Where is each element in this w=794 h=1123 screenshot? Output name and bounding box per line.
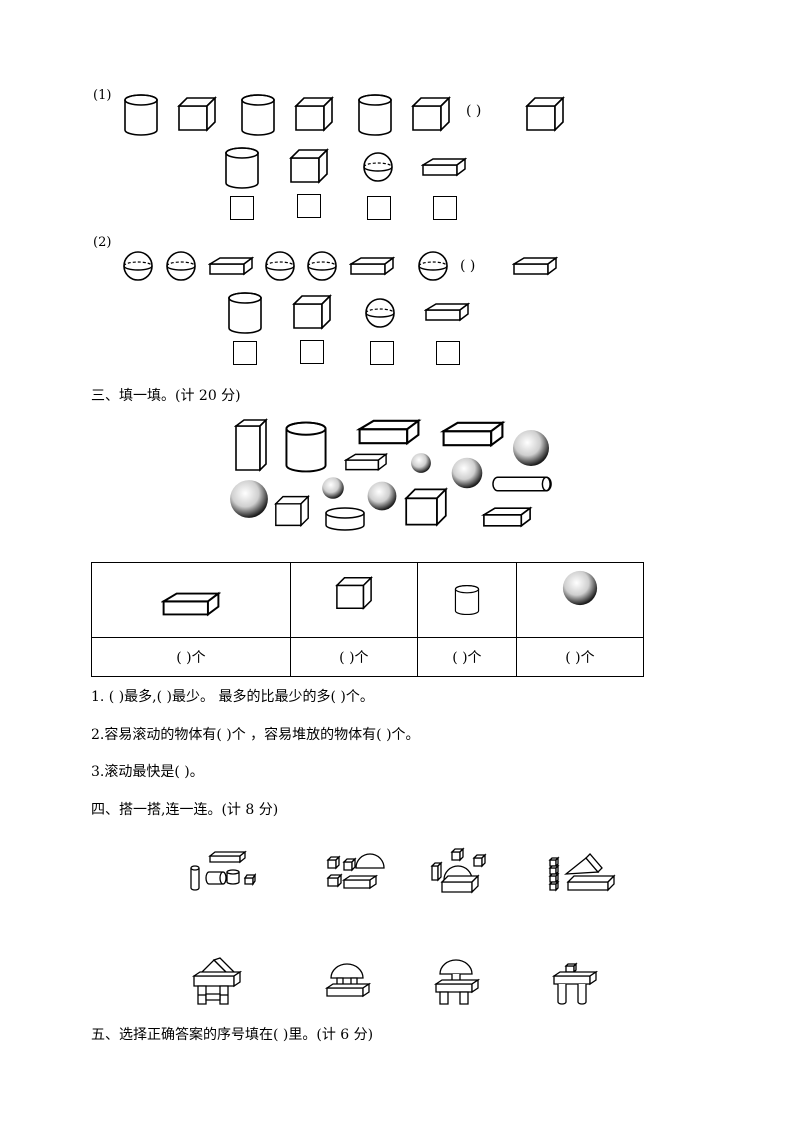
cube-icon <box>525 96 565 132</box>
parts-set-4[interactable] <box>546 852 616 896</box>
sphere-icon <box>122 250 154 282</box>
cube-icon <box>404 486 448 528</box>
parts-set-2[interactable] <box>324 850 390 892</box>
answer-blank[interactable]: ( ) <box>466 103 482 119</box>
cylinder-icon <box>357 94 393 136</box>
cube-icon <box>411 96 451 132</box>
cuboid-icon <box>421 157 467 177</box>
cylinder-cell <box>416 562 517 638</box>
cuboid-icon <box>344 452 388 472</box>
checkbox[interactable] <box>233 341 257 365</box>
cube-icon <box>294 96 334 132</box>
cuboid-icon <box>433 420 513 448</box>
label-part-1: (1) <box>93 88 112 103</box>
cuboid-icon <box>424 302 470 322</box>
checkbox[interactable] <box>370 341 394 365</box>
cylinder-icon <box>123 94 159 136</box>
ball-icon <box>366 480 398 512</box>
ball-icon <box>511 428 551 468</box>
cylinder-icon <box>284 418 328 476</box>
cuboid-cell <box>91 562 291 638</box>
question-2: 2.容易滚动的物体有( )个 ，容易堆放的物体有( )个。 <box>91 727 420 743</box>
structure-3[interactable] <box>432 958 480 1008</box>
sphere-icon <box>264 250 296 282</box>
answer-blank[interactable]: ( ) <box>460 258 476 274</box>
cuboid-icon <box>352 418 426 446</box>
checkbox[interactable] <box>297 194 321 218</box>
cylinder-icon <box>240 94 276 136</box>
ball-icon <box>450 456 484 490</box>
checkbox[interactable] <box>300 340 324 364</box>
cube-icon <box>177 96 217 132</box>
structure-2[interactable] <box>323 960 371 1004</box>
cylinder-icon <box>227 292 263 334</box>
parts-set-1[interactable] <box>185 848 260 892</box>
cuboid-icon <box>470 506 544 528</box>
tall-cuboid-icon <box>234 418 268 472</box>
cube-icon <box>274 494 310 528</box>
ball-icon <box>228 478 270 520</box>
count-sphere[interactable]: ( )个 <box>515 637 645 677</box>
checkbox[interactable] <box>433 196 457 220</box>
sphere-icon <box>364 297 396 329</box>
count-cuboid[interactable]: ( )个 <box>91 637 291 677</box>
cube-cell <box>289 562 418 638</box>
sphere-icon <box>165 250 197 282</box>
cuboid-icon <box>208 256 254 276</box>
cuboid-icon <box>512 256 558 276</box>
structure-1[interactable] <box>190 956 248 1008</box>
sphere-icon <box>306 250 338 282</box>
cube-icon <box>289 148 329 184</box>
cylinder-icon <box>454 578 480 622</box>
checkbox[interactable] <box>230 196 254 220</box>
sphere-icon <box>417 250 449 282</box>
checkbox[interactable] <box>367 196 391 220</box>
count-cylinder[interactable]: ( )个 <box>416 637 517 677</box>
count-table: ( )个 ( )个 ( )个 ( )个 <box>91 562 645 677</box>
sphere-cell <box>515 562 645 638</box>
structure-4[interactable] <box>550 962 600 1006</box>
cuboid-icon <box>349 256 395 276</box>
ball-icon <box>561 569 599 607</box>
section-4-title: 四、搭一搭,连一连。(计 8 分) <box>91 802 279 818</box>
label-part-2: (2) <box>93 235 112 250</box>
ball-icon <box>410 452 432 474</box>
cylinder-tube-icon <box>492 474 554 494</box>
question-1: 1. ( )最多,( )最少。 最多的比最少的多( )个。 <box>91 689 374 705</box>
count-cube[interactable]: ( )个 <box>289 637 418 677</box>
cuboid-icon <box>161 588 221 620</box>
ball-icon <box>321 476 345 500</box>
sphere-icon <box>362 151 394 183</box>
section-5-title: 五、选择正确答案的序号填在( )里。(计 6 分) <box>91 1027 374 1043</box>
parts-set-3[interactable] <box>428 846 492 898</box>
cylinder-icon <box>224 147 260 189</box>
cube-icon <box>292 294 332 330</box>
disc-cylinder-icon <box>324 506 366 532</box>
checkbox[interactable] <box>436 341 460 365</box>
section-3-title: 三、填一填。(计 20 分) <box>91 388 241 404</box>
cube-icon <box>335 575 373 611</box>
question-3: 3.滚动最快是( )。 <box>91 764 204 780</box>
